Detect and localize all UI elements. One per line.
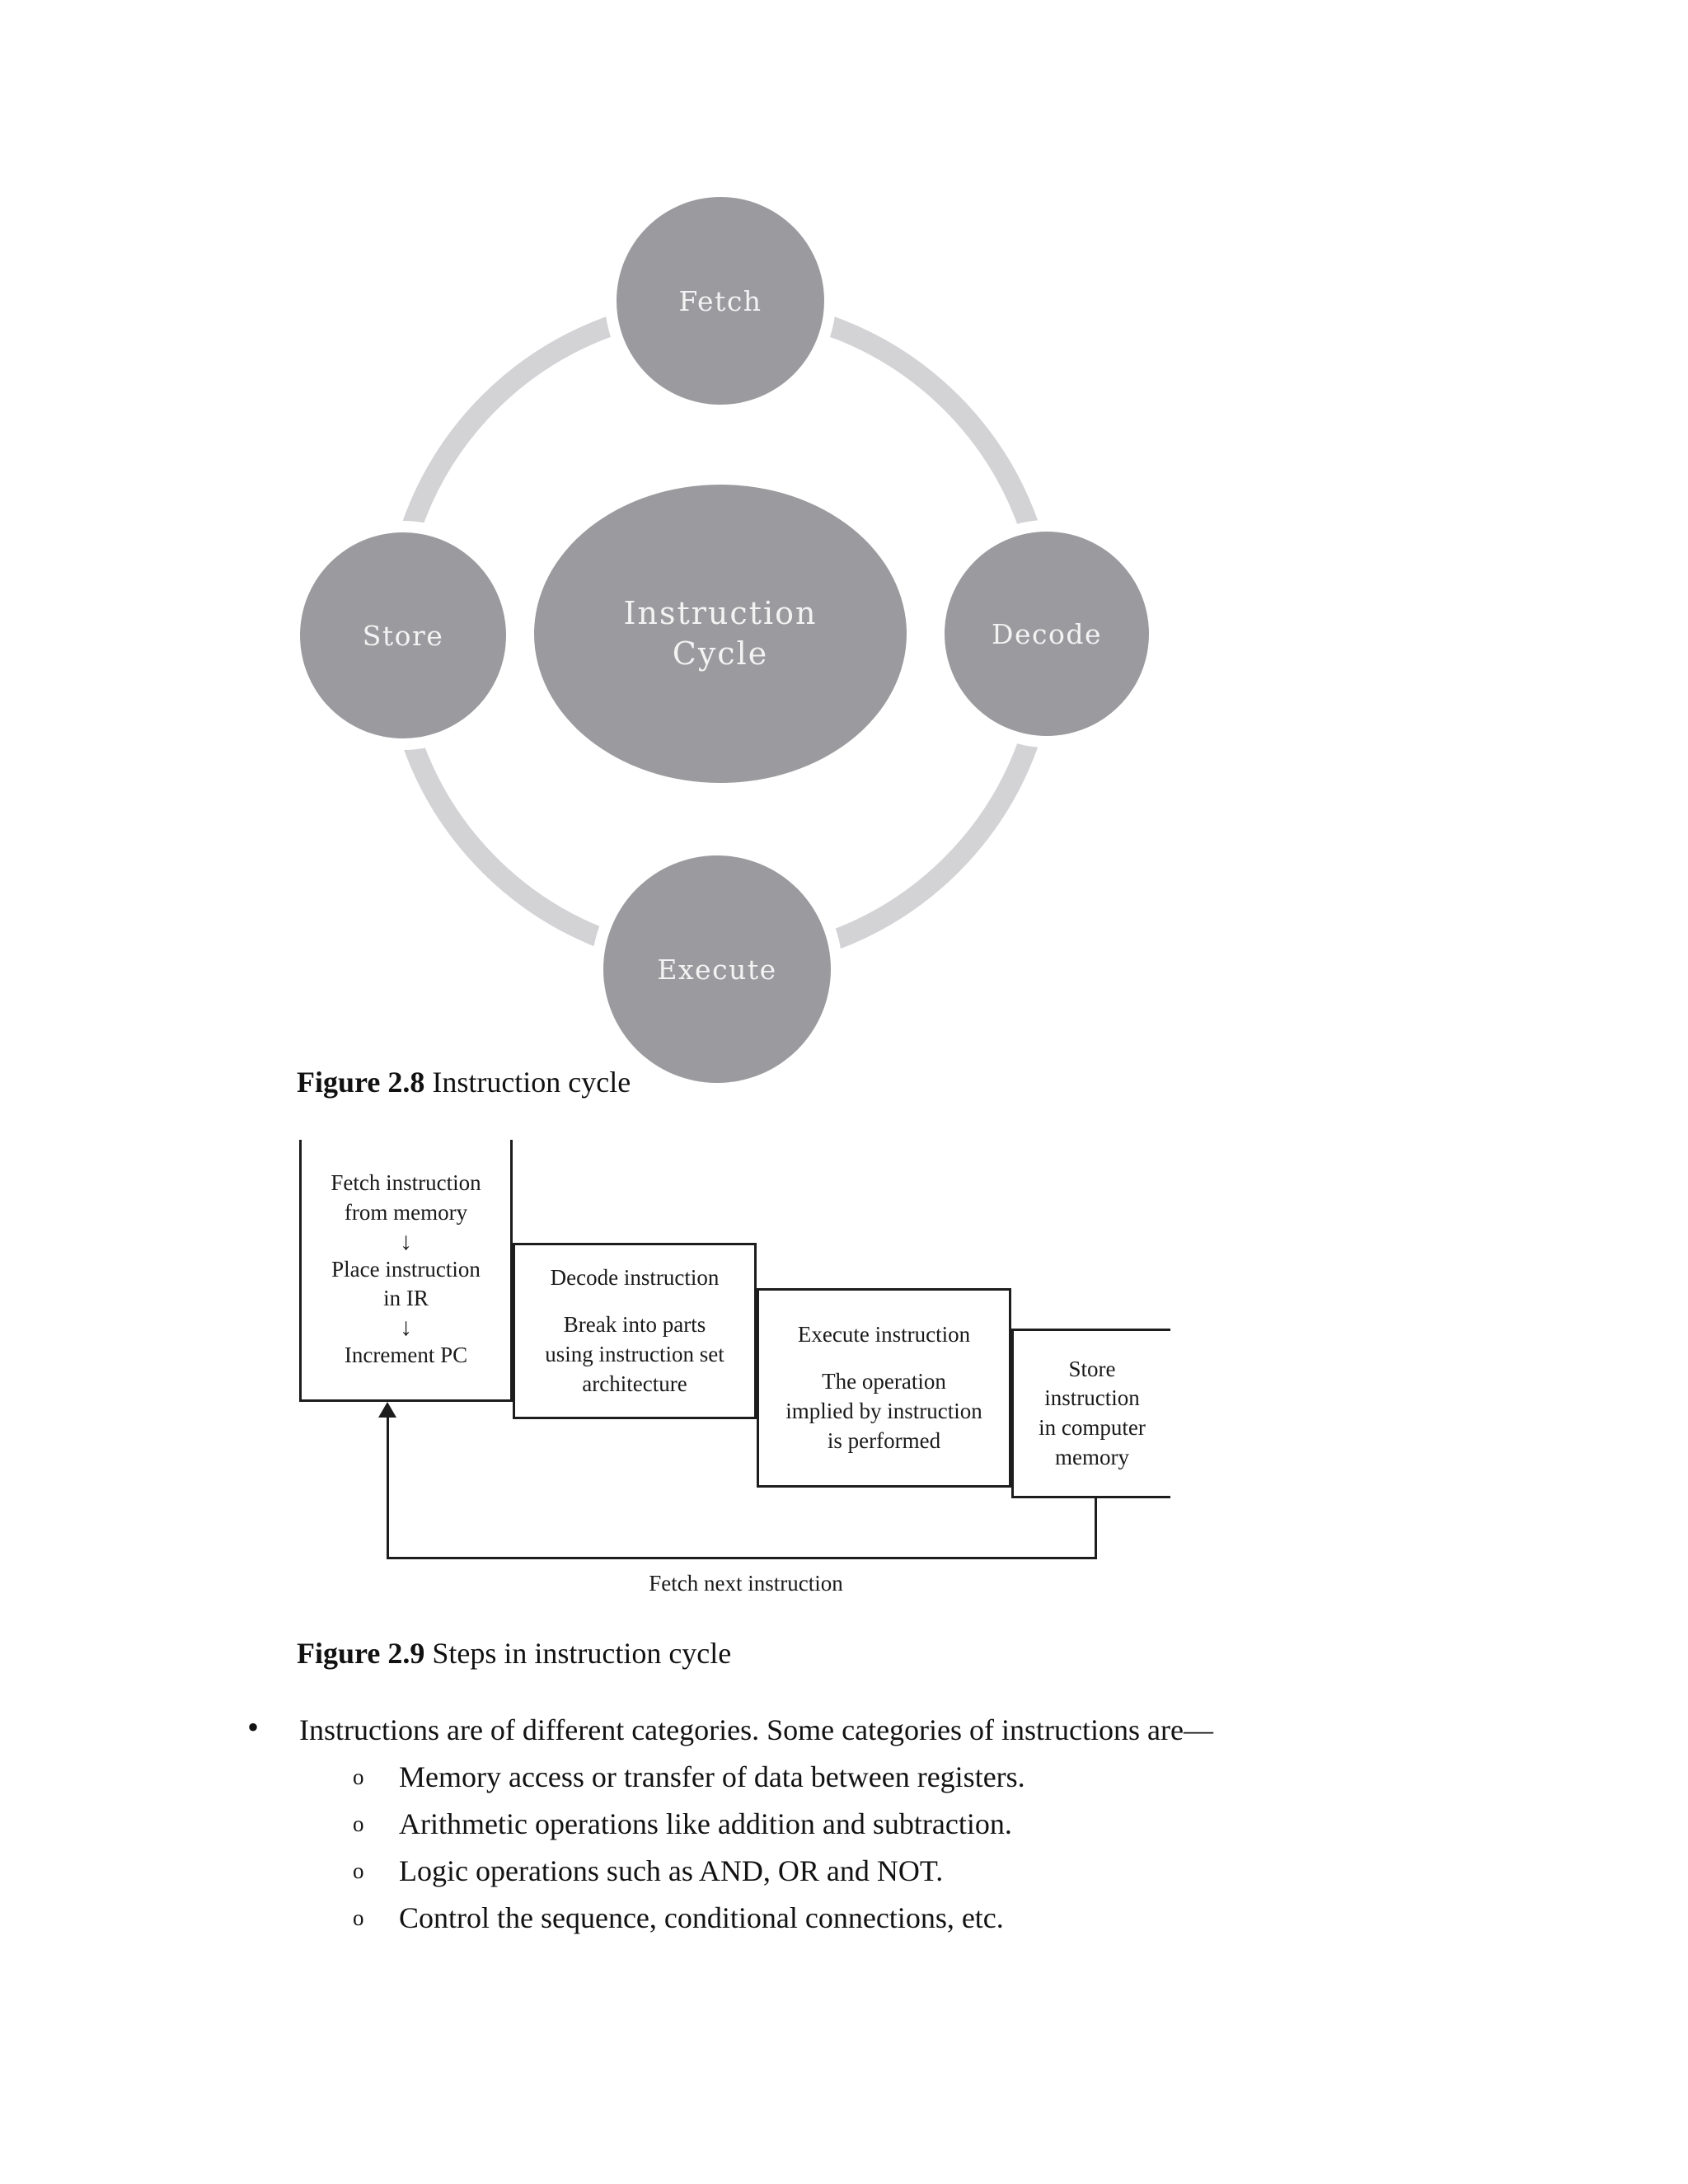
bullet-intro-text: Instructions are of different categories… — [299, 1713, 1213, 1746]
down-arrow-icon: ↓ — [400, 1313, 412, 1341]
cycle-node-fetch-label: Fetch — [678, 284, 762, 317]
sub-bullet-icon: o — [353, 1858, 364, 1883]
cycle-center-line2: Cycle — [672, 635, 769, 672]
list-item: Control the sequence, conditional connec… — [399, 1901, 1004, 1934]
figure-2-9-caption-number: Figure 2.9 — [297, 1637, 425, 1670]
store-step-line4: memory — [1055, 1444, 1129, 1469]
cycle-center-line1: Instruction — [623, 594, 818, 631]
figure-2-8-caption-number: Figure 2.8 — [297, 1066, 425, 1099]
decode-step-line2: using instruction set — [545, 1342, 724, 1366]
figure-2-9-caption-text: Steps in instruction cycle — [424, 1637, 732, 1670]
sub-bullet-icon: o — [353, 1811, 364, 1836]
fetch-step-line3: Place instruction — [331, 1256, 481, 1282]
figure-2-8-caption: Figure 2.8 Instruction cycle — [297, 1065, 631, 1099]
fetch-step-line4: in IR — [383, 1286, 429, 1311]
fetch-step-line2: from memory — [344, 1200, 468, 1226]
step-box-fetch: Fetch instruction from memory ↓ Place in… — [299, 1140, 513, 1402]
cycle-node-store-label: Store — [362, 619, 444, 652]
step-box-store: Store instruction in computer memory — [1011, 1329, 1170, 1498]
execute-step-line1: The operation — [822, 1369, 946, 1394]
execute-step-line3: is performed — [827, 1427, 941, 1453]
fetch-step-line5: Increment PC — [344, 1342, 468, 1367]
cycle-node-decode: Decode — [945, 532, 1149, 736]
bullet-icon: • — [247, 1708, 260, 1746]
fetch-step-line1: Fetch instruction — [331, 1170, 481, 1196]
sub-bullet-icon: o — [353, 1905, 364, 1930]
list-item: Memory access or transfer of data betwee… — [399, 1760, 1025, 1793]
cycle-node-decode-label: Decode — [992, 617, 1102, 650]
cycle-node-execute: Execute — [603, 855, 831, 1083]
up-arrowhead-icon — [378, 1402, 396, 1418]
cycle-node-execute-label: Execute — [657, 953, 777, 986]
loop-line-horizontal — [387, 1557, 1097, 1559]
loop-line-up — [387, 1416, 389, 1559]
cycle-node-fetch: Fetch — [617, 197, 824, 405]
store-step-line2: instruction — [1044, 1385, 1140, 1411]
figure-2-8-caption-text: Instruction cycle — [424, 1066, 631, 1099]
execute-step-title: Execute instruction — [797, 1321, 971, 1347]
loop-label: Fetch next instruction — [649, 1571, 843, 1596]
execute-step-line2: implied by instruction — [785, 1399, 982, 1423]
step-box-execute: Execute instruction The operation implie… — [757, 1288, 1011, 1488]
decode-step-title: Decode instruction — [550, 1264, 720, 1290]
list-item: Logic operations such as AND, OR and NOT… — [399, 1854, 944, 1887]
decode-step-line1: Break into parts — [563, 1312, 706, 1338]
figure-2-9-caption: Figure 2.9 Steps in instruction cycle — [297, 1636, 731, 1671]
cycle-node-store: Store — [300, 532, 506, 738]
store-step-line3: in computer — [1039, 1415, 1146, 1440]
loop-line-down — [1095, 1498, 1097, 1559]
list-item: Arithmetic operations like addition and … — [399, 1807, 1012, 1840]
sub-bullet-icon: o — [353, 1765, 364, 1789]
cycle-center-ellipse: Instruction Cycle — [534, 485, 907, 783]
store-step-line1: Store — [1068, 1356, 1116, 1381]
down-arrow-icon: ↓ — [400, 1227, 412, 1255]
decode-step-line3: architecture — [582, 1371, 687, 1396]
step-box-decode: Decode instruction Break into parts usin… — [513, 1243, 757, 1419]
